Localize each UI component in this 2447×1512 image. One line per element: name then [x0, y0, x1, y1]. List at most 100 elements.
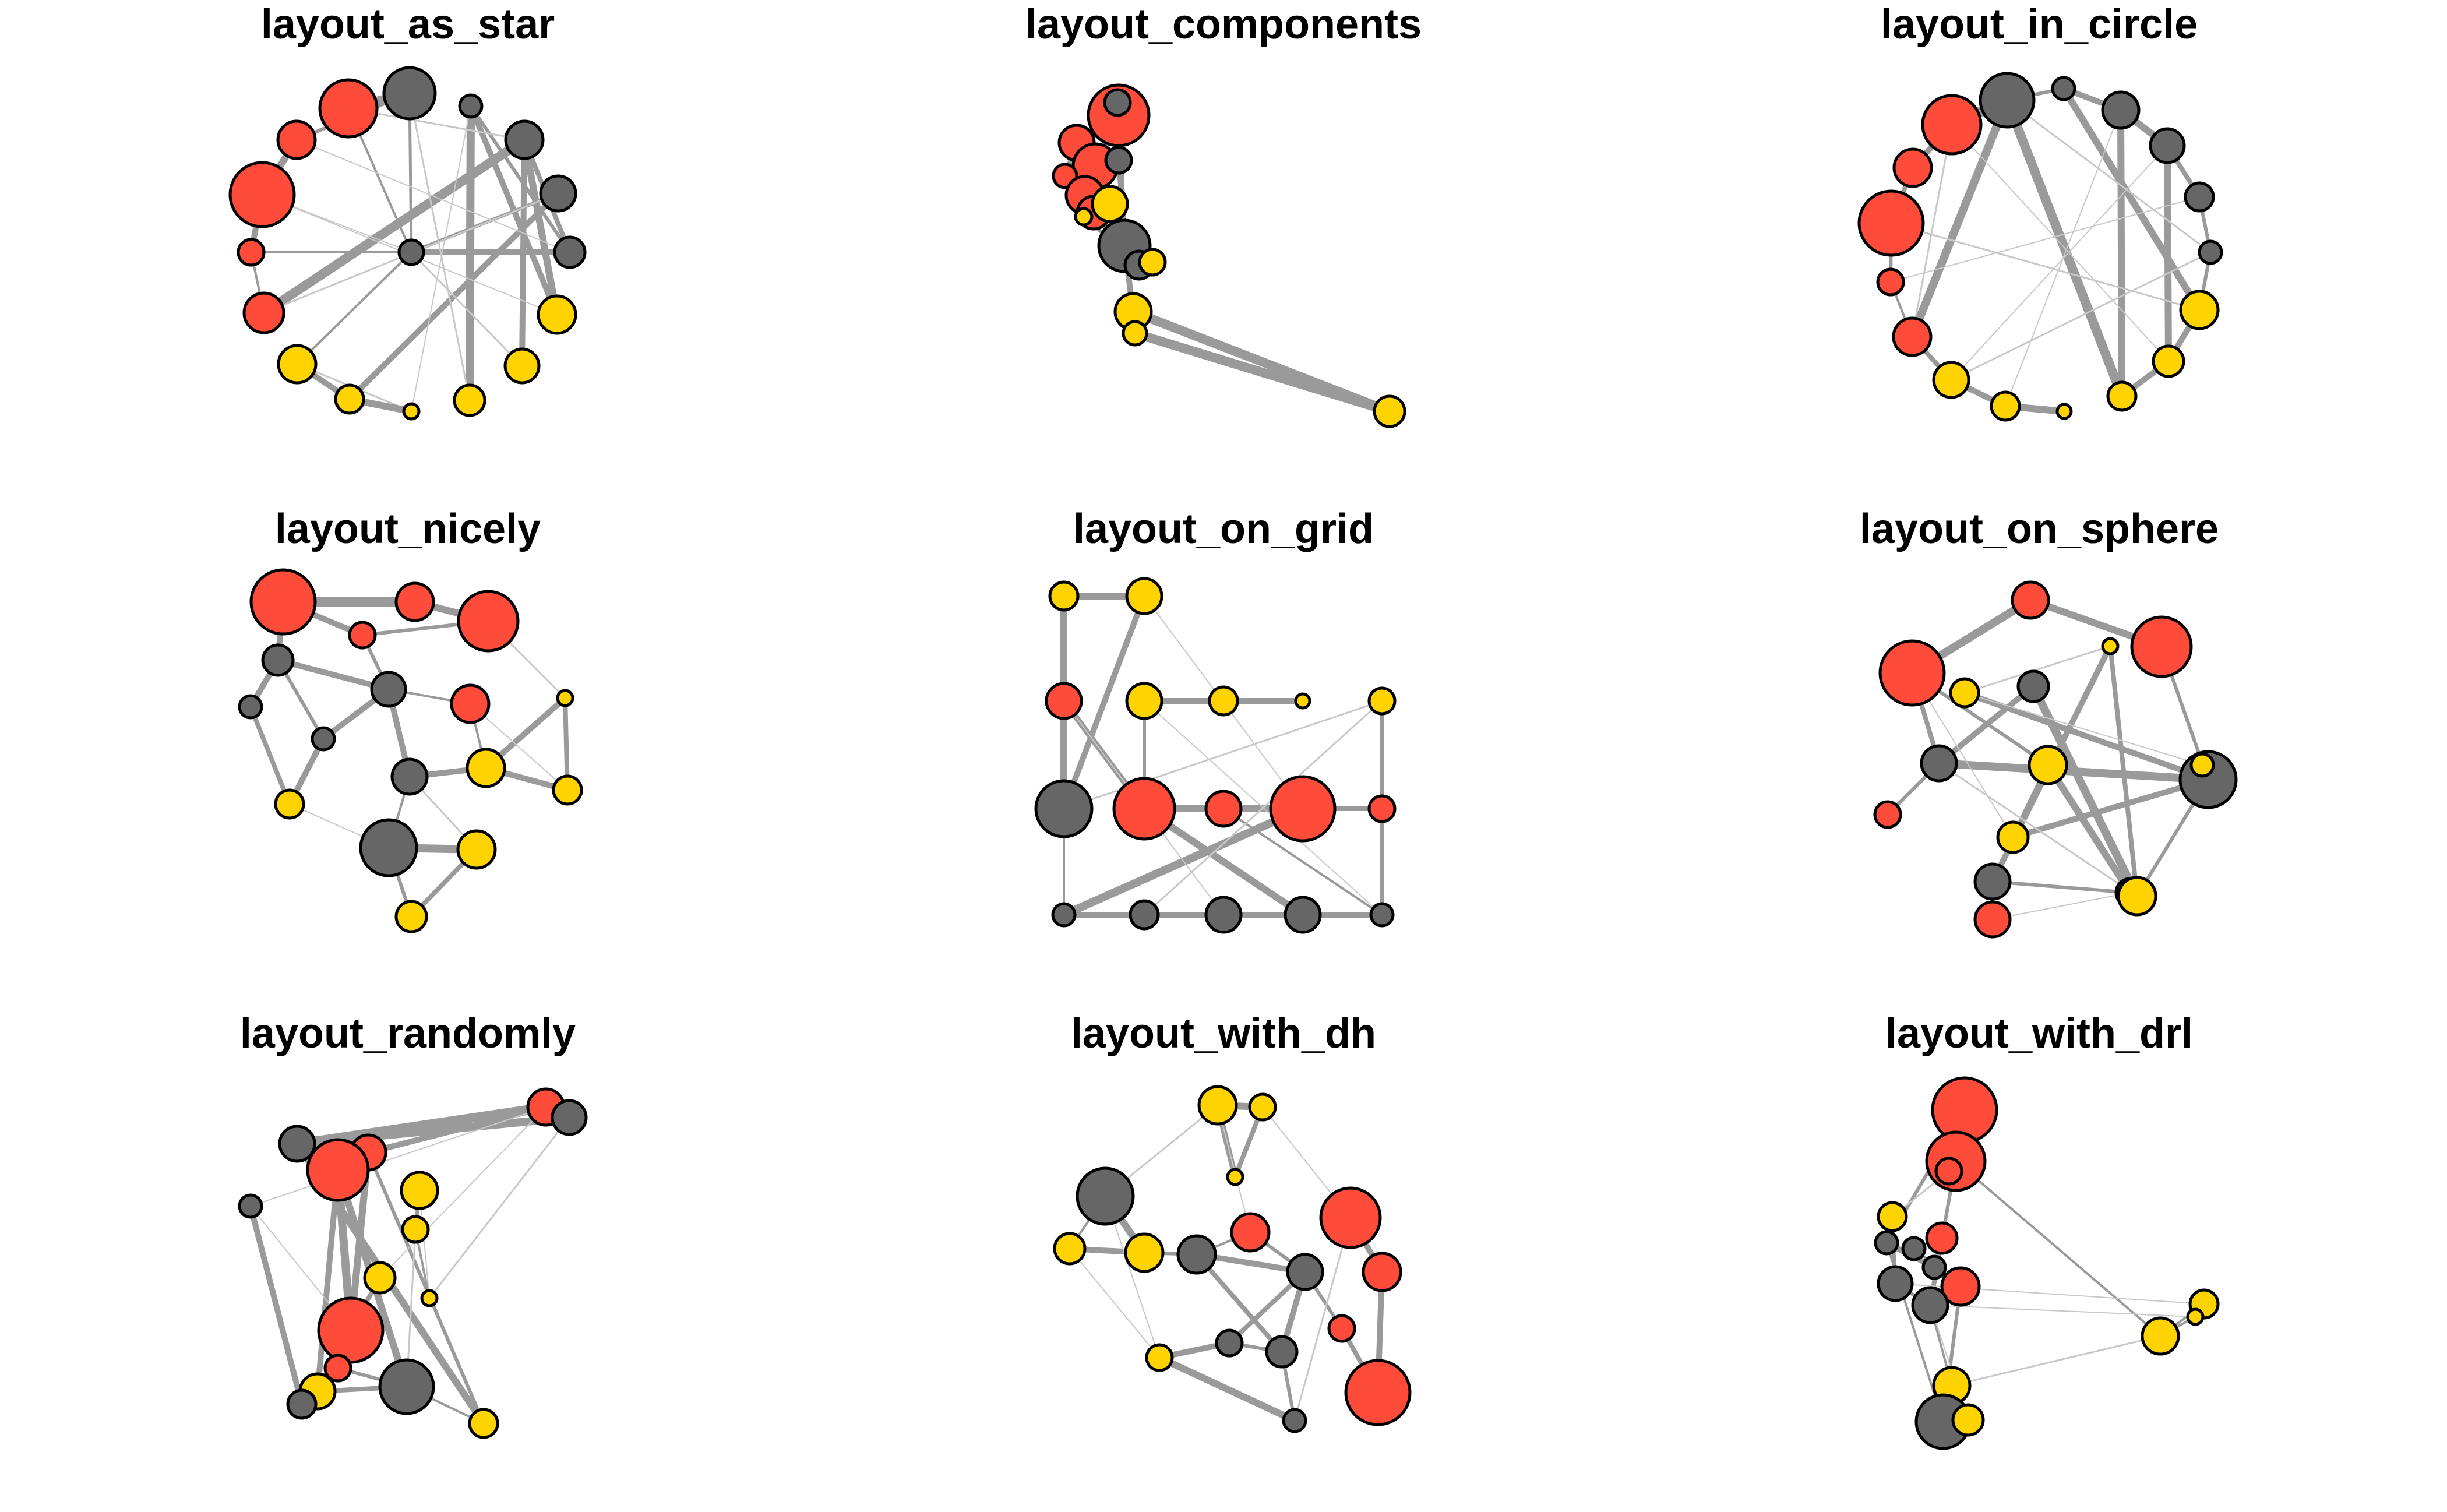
- edge: [1951, 1335, 2161, 1387]
- node-grey: [359, 818, 418, 877]
- node-yellow: [1122, 320, 1148, 347]
- edge: [1144, 700, 1383, 915]
- network-panel-layout-with-drl: [1874, 1076, 2220, 1450]
- edge: [1061, 595, 1147, 810]
- edge: [248, 1205, 305, 1405]
- node-red: [1230, 1212, 1271, 1253]
- edge: [1938, 762, 2138, 897]
- node-yellow: [1091, 185, 1129, 223]
- node-grey: [2184, 181, 2215, 213]
- node-yellow: [456, 829, 497, 870]
- edge: [521, 139, 560, 316]
- node-yellow: [552, 774, 583, 806]
- edge: [1911, 124, 1953, 337]
- node-grey: [1265, 1335, 1299, 1369]
- node-red: [1892, 147, 1933, 188]
- edge: [315, 1169, 341, 1392]
- node-grey: [1129, 899, 1160, 931]
- node-yellow: [401, 1215, 430, 1244]
- node-grey: [1215, 1328, 1244, 1358]
- edge: [1222, 808, 1383, 916]
- node-grey: [1284, 896, 1322, 934]
- edge: [248, 706, 292, 805]
- edge: [367, 1104, 547, 1155]
- edge: [468, 105, 560, 316]
- edge: [261, 136, 527, 317]
- node-red: [237, 238, 266, 267]
- node-yellow: [1373, 394, 1406, 428]
- edge: [2029, 684, 2141, 898]
- edge: [1937, 684, 2036, 766]
- node-red: [1876, 267, 1905, 297]
- node-grey: [378, 1358, 435, 1415]
- node-grey: [1921, 1254, 1947, 1280]
- edge: [1069, 1248, 1160, 1358]
- node-grey: [458, 93, 484, 119]
- node-grey: [504, 119, 545, 160]
- node-red: [1204, 790, 1243, 828]
- node-red: [2011, 580, 2050, 620]
- node-yellow: [468, 1408, 499, 1439]
- network-panel-layout-as-star: [228, 66, 587, 421]
- edge: [1063, 700, 1383, 810]
- edge: [1142, 806, 1305, 918]
- node-yellow: [1949, 677, 1980, 709]
- node-yellow: [2152, 344, 2185, 378]
- edge: [1951, 251, 2211, 381]
- edge: [469, 105, 572, 253]
- node-yellow: [1996, 820, 2030, 854]
- node-grey: [1104, 146, 1133, 175]
- node-red: [242, 291, 285, 334]
- edge: [1194, 1253, 1284, 1354]
- node-yellow: [2117, 876, 2157, 917]
- node-yellow: [2141, 1316, 2180, 1356]
- node-red: [318, 78, 379, 139]
- node-grey: [539, 174, 577, 213]
- node-red: [1857, 189, 1925, 257]
- node-grey: [286, 1388, 318, 1420]
- node-red: [1878, 639, 1946, 707]
- edge: [1964, 645, 2111, 694]
- node-grey: [390, 757, 429, 796]
- edge: [1955, 1160, 2162, 1337]
- node-grey: [397, 238, 425, 266]
- node-yellow: [1197, 1085, 1238, 1126]
- edge: [428, 1117, 570, 1299]
- edge: [366, 1151, 485, 1425]
- node-yellow: [1990, 390, 2021, 422]
- node-grey: [1076, 1166, 1135, 1226]
- node-yellow: [1248, 1092, 1277, 1122]
- node-grey: [238, 1193, 263, 1219]
- node-yellow: [1951, 1403, 1985, 1437]
- edge: [2044, 763, 2134, 895]
- node-yellow: [466, 748, 506, 788]
- node-red: [1940, 1266, 1981, 1307]
- node-red: [306, 1138, 370, 1202]
- node-yellow: [1124, 1232, 1165, 1273]
- panel-title-with-dh: layout_with_dh: [1070, 1010, 1377, 1057]
- network-panel-layout-components: [1052, 83, 1406, 428]
- node-yellow: [1367, 686, 1397, 716]
- node-yellow: [2186, 1307, 2205, 1326]
- node-grey: [1973, 862, 2012, 901]
- edge: [296, 251, 412, 365]
- node-yellow: [420, 1289, 439, 1307]
- node-yellow: [1125, 682, 1163, 720]
- edge: [1964, 692, 2203, 766]
- edge: [1891, 222, 2200, 311]
- node-grey: [311, 726, 336, 752]
- node-red: [1269, 775, 1337, 843]
- node-red: [1973, 900, 2012, 939]
- node-red: [1892, 316, 1933, 357]
- node-yellow: [1074, 207, 1094, 227]
- node-red: [1934, 1157, 1963, 1186]
- node-grey: [261, 643, 295, 677]
- node-grey: [1369, 902, 1395, 928]
- node-yellow: [1053, 1232, 1087, 1266]
- edge: [2117, 110, 2125, 397]
- node-yellow: [2055, 403, 2073, 420]
- node-red: [1925, 1221, 1959, 1255]
- node-red: [1921, 94, 1983, 156]
- network-panel-layout-in-circle: [1857, 72, 2223, 422]
